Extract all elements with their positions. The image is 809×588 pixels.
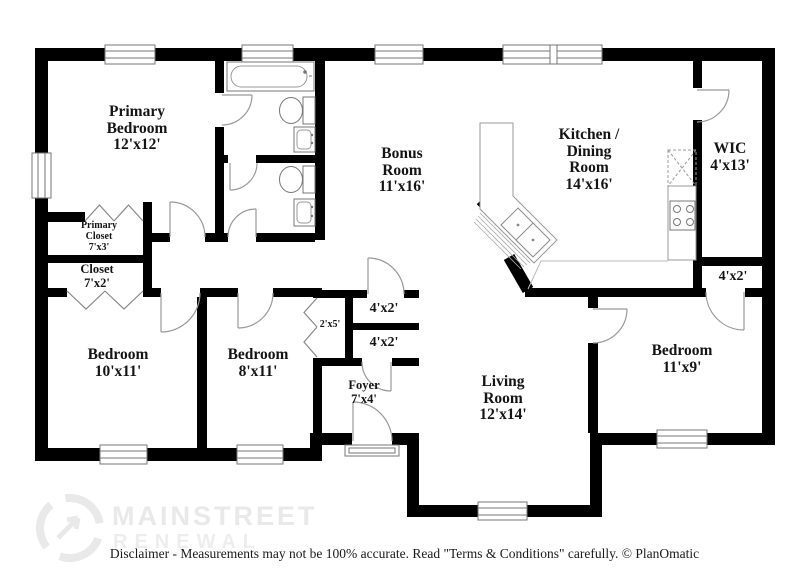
sink — [293, 198, 316, 227]
window — [241, 44, 294, 65]
bifold-doors — [66, 204, 318, 358]
sink — [293, 126, 316, 153]
window — [104, 44, 156, 65]
window — [502, 44, 603, 65]
front-door — [352, 401, 393, 442]
bedroom-11x9-door — [592, 308, 628, 344]
closet-4x2-bottom-door — [361, 361, 392, 392]
pantry-box — [667, 149, 697, 187]
window — [477, 501, 528, 521]
dishwasher-hatch — [473, 212, 531, 270]
front-door-threshold — [344, 444, 400, 457]
primary-bath-door — [221, 94, 253, 126]
closet-bifold — [66, 290, 144, 310]
kitchen-floor-line — [527, 260, 668, 290]
toilet — [279, 165, 316, 194]
closet-4x2-top-door — [367, 257, 405, 295]
bath-connecting-door — [229, 162, 258, 191]
watermark-renewal: RENEWAL — [113, 531, 262, 553]
toilet — [279, 96, 316, 125]
closet-2x5-bifold — [303, 297, 318, 358]
hall-bath-door — [227, 208, 257, 238]
mainstreet-renewal-logo-icon — [36, 494, 104, 562]
wic-door — [696, 89, 730, 123]
window — [656, 429, 708, 449]
room-label-closet-4x2-right: 4'x2' — [718, 269, 748, 284]
window — [31, 152, 52, 199]
window — [236, 444, 284, 465]
bathroom-fixtures — [226, 61, 316, 227]
disclaimer-text: Disclaimer - Measurements may not be 100… — [109, 546, 700, 561]
closet-4x2-right-door — [705, 291, 745, 331]
room-label-closet-4x2-top: 4'x2' — [369, 301, 399, 316]
room-label-closet-2x5: 2'x5' — [319, 319, 341, 330]
kitchen-fixtures — [473, 122, 697, 290]
doors — [160, 89, 745, 442]
double-kitchen-sink — [500, 207, 551, 258]
bedroom-10x11-door — [160, 292, 201, 333]
stove — [669, 200, 696, 231]
window — [374, 44, 424, 65]
window — [99, 444, 148, 465]
bathtub — [226, 61, 315, 92]
windows — [31, 44, 708, 521]
primary-closet-bifold — [84, 204, 144, 222]
primary-bedroom-door — [169, 201, 206, 238]
bedroom-8x11-door — [237, 292, 274, 329]
room-label-closet-4x2-bottom: 4'x2' — [369, 335, 399, 350]
door-openings — [67, 88, 745, 445]
watermark-mainstreet: MAINSTREET — [112, 501, 318, 531]
